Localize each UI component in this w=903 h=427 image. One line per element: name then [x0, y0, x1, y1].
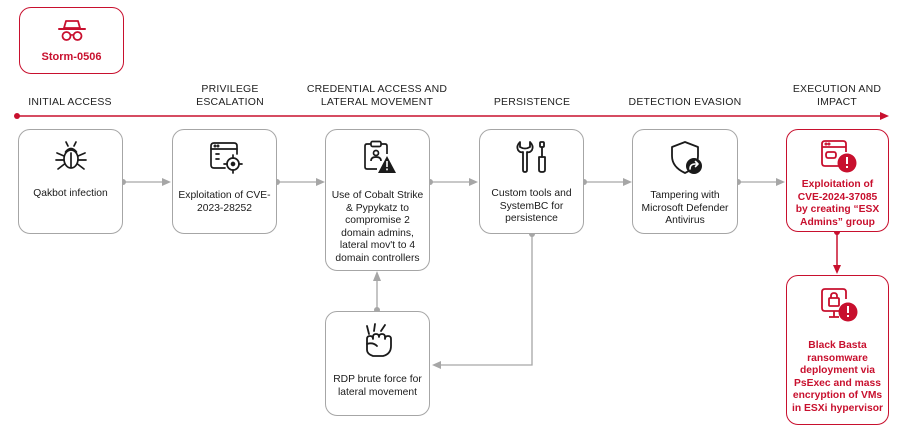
connector-arrowhead [833, 265, 841, 274]
node-text: RDP brute force for lateral movement [333, 374, 422, 398]
node-text: Exploitation of CVE-2023-28252 [178, 190, 271, 214]
node-black-basta-deployment: Black Basta ransomware deployment via Ps… [786, 275, 889, 425]
clipboard-warning-icon [364, 140, 396, 173]
browser-alert-icon [821, 140, 857, 173]
node-qakbot-infection: Qakbot infection [18, 129, 123, 234]
node-text: Tampering with Microsoft Defender Antivi… [641, 190, 729, 226]
threat-actor-badge: Storm-0506 [19, 7, 124, 74]
node-tampering-defender: Tampering with Microsoft Defender Antivi… [632, 129, 738, 234]
lock-monitor-alert-icon [821, 288, 858, 322]
stage-detection-evasion: DETECTION EVASION [628, 96, 742, 108]
connector-arrowhead [432, 361, 441, 369]
bug-icon [55, 141, 87, 170]
node-text: Use of Cobalt Strike & Pypykatz to compr… [331, 190, 424, 264]
connector-arrowhead [623, 178, 632, 186]
stage-persistence: PERSISTENCE [493, 96, 571, 108]
threat-actor-name: Storm-0506 [41, 51, 102, 63]
tools-icon [516, 141, 546, 173]
node-cobalt-strike-pypykatz: Use of Cobalt Strike & Pypykatz to compr… [325, 129, 430, 271]
node-exploitation-cve-2024-37085: Exploitation of CVE-2024-37085 by creati… [786, 129, 889, 232]
stage-credential-access: CREDENTIAL ACCESS AND LATERAL MOVEMENT [306, 83, 448, 108]
connector-arrowhead [469, 178, 478, 186]
shield-arrow-icon [671, 141, 702, 174]
timeline-arrowhead [880, 112, 889, 120]
connector-arrowhead [373, 271, 381, 281]
node-text: Exploitation of CVE-2024-37085 by creati… [795, 179, 880, 228]
node-text: Qakbot infection [33, 188, 108, 199]
spy-icon [58, 20, 86, 41]
timeline-start-dot [14, 113, 20, 119]
stage-execution-impact: EXECUTION AND IMPACT [792, 83, 882, 108]
web-target-icon [210, 142, 243, 174]
connector-arrowhead [316, 178, 325, 186]
connector-arrowhead [162, 178, 171, 186]
node-text: Custom tools and SystemBC for persistenc… [491, 188, 572, 224]
node-custom-tools-systembc: Custom tools and SystemBC for persistenc… [479, 129, 584, 234]
fist-icon [366, 323, 392, 357]
stage-privilege-escalation: PRIVILEGE ESCALATION [196, 83, 264, 108]
stage-initial-access: INITIAL ACCESS [28, 96, 112, 108]
node-exploitation-cve-2023-28252: Exploitation of CVE-2023-28252 [172, 129, 277, 234]
node-rdp-brute-force: RDP brute force for lateral movement [325, 311, 430, 416]
node-text: Black Basta ransomware deployment via Ps… [792, 340, 883, 414]
connector-arrowhead [776, 178, 785, 186]
